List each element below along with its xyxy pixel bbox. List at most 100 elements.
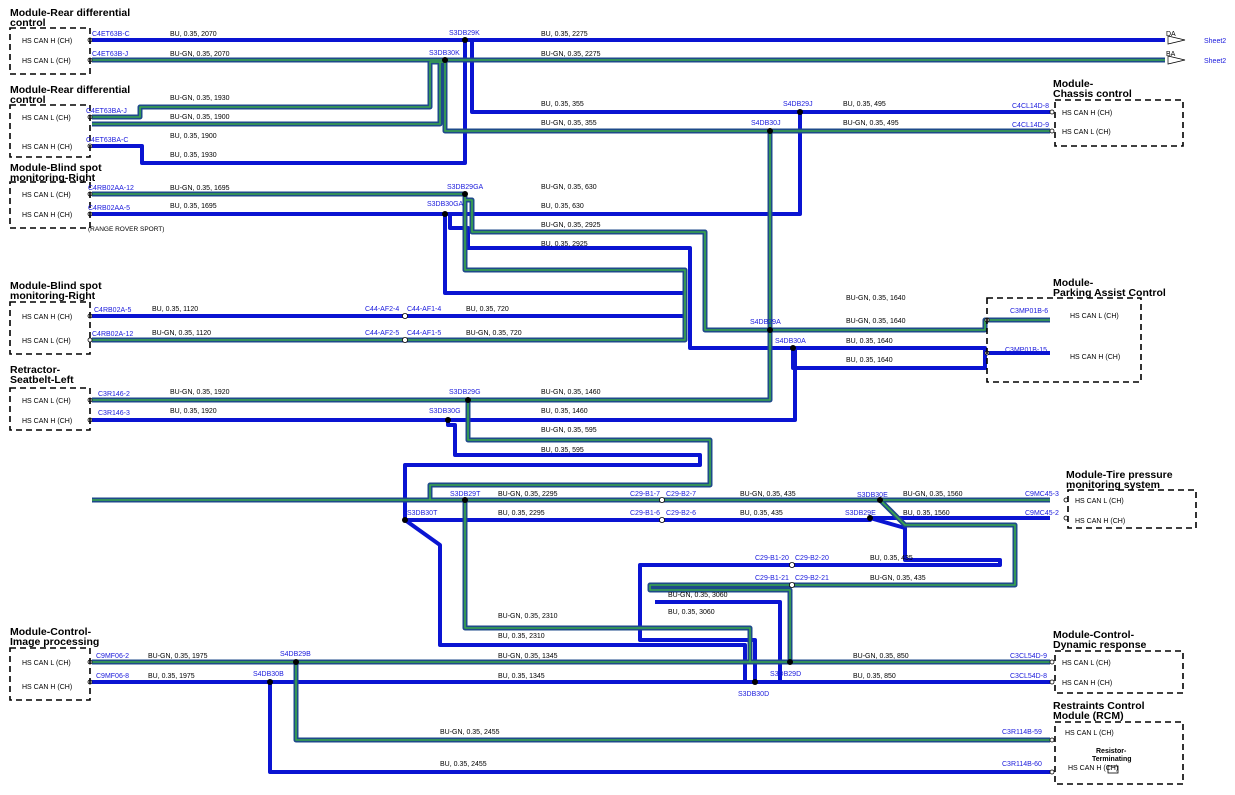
pin-label: HS CAN H (CH) (22, 684, 72, 691)
sheet-arrows (1167, 35, 1186, 65)
wire-label: BU, 0.35, 1460 (541, 408, 588, 415)
pin-label: HS CAN L (CH) (1075, 498, 1124, 505)
sheet-link[interactable]: Sheet2 (1204, 58, 1226, 65)
wire-label: BU-GN, 0.35, 2295 (498, 491, 558, 498)
splice-label: S3DB29D (770, 671, 801, 678)
module-title: control (10, 17, 46, 29)
splice-labels: S3DB29K S3DB30K S4DB29J S4DB30J S3DB29GA… (253, 30, 888, 698)
module-title: Module-Tire pressure (1066, 469, 1173, 481)
wire-label: BU-GN, 0.35, 1920 (170, 389, 230, 396)
wire-label: BU, 0.35, 1920 (170, 408, 217, 415)
wire-label: BU, 0.35, 2070 (170, 31, 217, 38)
connector-label: C44-AF2-4 (365, 306, 399, 313)
connector-label: C4RB02A-5 (94, 307, 131, 314)
splice-label: S3DB30T (407, 510, 438, 517)
wire-label: BU-GN, 0.35, 1900 (170, 114, 230, 121)
resistor-label: Terminating (1092, 756, 1132, 763)
pin-label: HS CAN H (CH) (1075, 518, 1125, 525)
wire-label: BU, 0.35, 630 (541, 203, 584, 210)
wire-label: BU, 0.35, 1120 (152, 306, 198, 313)
connector-label: C29-B1-20 (755, 555, 789, 562)
module-boxes (9, 27, 1197, 785)
splice-label: S3DB30E (857, 492, 888, 499)
splice-label: S4DB30B (253, 671, 284, 678)
connector-label: C29-B2-7 (666, 491, 696, 498)
pin-label: HS CAN H (CH) (1062, 680, 1112, 687)
splice-label: S3DB29E (845, 510, 876, 517)
splice-label: S4DB29A (750, 319, 781, 326)
wire-label: BU-GN, 0.35, 3060 (668, 592, 728, 599)
module-title: Image processing (10, 636, 99, 648)
connector-label: C4ET63B-J (92, 51, 128, 58)
connector-label: C4ET63B-C (92, 31, 130, 38)
splice-label: S3DB29GA (447, 184, 484, 191)
connector-label: C3CL54D-9 (1010, 653, 1047, 660)
pin-label: HS CAN H (CH) (1062, 110, 1112, 117)
wire-label: BU, 0.35, 1560 (903, 510, 950, 517)
module-title: Retractor- (10, 364, 61, 376)
wire-label: BU-GN, 0.35, 850 (853, 653, 909, 660)
inline-connector-markers (401, 312, 796, 589)
module-title: Module- (1053, 78, 1094, 90)
wire-label: BU, 0.35, 1930 (170, 152, 217, 159)
splice-label: S4DB30J (751, 120, 781, 127)
pin-label: HS CAN L (CH) (22, 58, 71, 65)
pin-label: HS CAN H (CH) (22, 314, 72, 321)
module-title: monitoring-Right (10, 290, 96, 302)
module-title: Module-Rear differential (10, 84, 130, 96)
pin-label: HS CAN H (CH) (22, 418, 72, 425)
sheet-code: BA (1166, 51, 1176, 58)
module-title: Dynamic response (1053, 639, 1147, 651)
connector-label: C44-AF2-5 (365, 330, 399, 337)
connector-label: C9MF06-2 (96, 653, 129, 660)
wire-label: BU-GN, 0.35, 435 (870, 575, 926, 582)
connector-label: C4CL14D-8 (1012, 103, 1049, 110)
pin-label: HS CAN L (CH) (22, 192, 71, 199)
module-title: Module-Control- (1053, 629, 1135, 641)
connector-label: C29-B2-20 (795, 555, 829, 562)
wire-label: BU-GN, 0.35, 1695 (170, 185, 230, 192)
connector-label: C4RB02A-12 (92, 331, 133, 338)
connector-label: C3CL54D-8 (1010, 673, 1047, 680)
connector-label: C9MC45-2 (1025, 510, 1059, 517)
wire-label: BU, 0.35, 355 (541, 101, 584, 108)
sheet-code: DA (1166, 31, 1176, 38)
module-title: Module-Control- (10, 626, 92, 638)
resistor-label: Resistor- (1096, 748, 1127, 755)
wire-label: BU-GN, 0.35, 1640 (846, 295, 906, 302)
wire-label: BU-GN, 0.35, 2310 (498, 613, 558, 620)
connector-label: C4ET63BA-C (86, 137, 128, 144)
wire-label: BU, 0.35, 1345 (498, 673, 545, 680)
connector-label: C29-B1-6 (630, 510, 660, 517)
connector-label: C9MF06-8 (96, 673, 129, 680)
wire-label: BU, 0.35, 1900 (170, 133, 217, 140)
connector-label: C9MC45-3 (1025, 491, 1059, 498)
wire-label: BU, 0.35, 1640 (846, 338, 893, 345)
connector-label: C3R114B-60 (1002, 761, 1042, 768)
wire-labels: BU, 0.35, 2070 BU-GN, 0.35, 2070 BU, 0.3… (148, 31, 963, 768)
wire-label: BU-GN, 0.35, 1640 (846, 318, 906, 325)
connector-label: C29-B2-6 (666, 510, 696, 517)
wire-label: BU-GN, 0.35, 1120 (152, 330, 211, 337)
module-note: (RANGE ROVER SPORT) (88, 226, 164, 233)
wire-label: BU-GN, 0.35, 1930 (170, 95, 230, 102)
pin-label: HS CAN H (CH) (22, 212, 72, 219)
sheet-link[interactable]: Sheet2 (1204, 38, 1226, 45)
pin-label: HS CAN H (CH) (22, 144, 72, 151)
wire-label: BU, 0.35, 720 (466, 306, 509, 313)
wire-label: BU, 0.35, 435 (740, 510, 783, 517)
connector-label: C44-AF1-4 (407, 306, 441, 313)
wire-label: BU, 0.35, 435 (870, 555, 913, 562)
wire-label: BU-GN, 0.35, 2070 (170, 51, 230, 58)
splice-label: S3DB29G (449, 389, 481, 396)
module-title: Restraints Control (1053, 700, 1145, 712)
wire-label: BU, 0.35, 1975 (148, 673, 195, 680)
wire-label: BU, 0.35, 2455 (440, 761, 487, 768)
wire-label: BU-GN, 0.35, 355 (541, 120, 597, 127)
splice-label: S4DB30A (775, 338, 806, 345)
pin-labels: HS CAN H (CH) HS CAN L (CH) HS CAN L (CH… (22, 38, 1132, 772)
sheet-references: DA Sheet2 BA Sheet2 (1166, 31, 1226, 65)
module-title: Module-Blind spot (10, 162, 102, 174)
wire-label: BU-GN, 0.35, 2275 (541, 51, 601, 58)
